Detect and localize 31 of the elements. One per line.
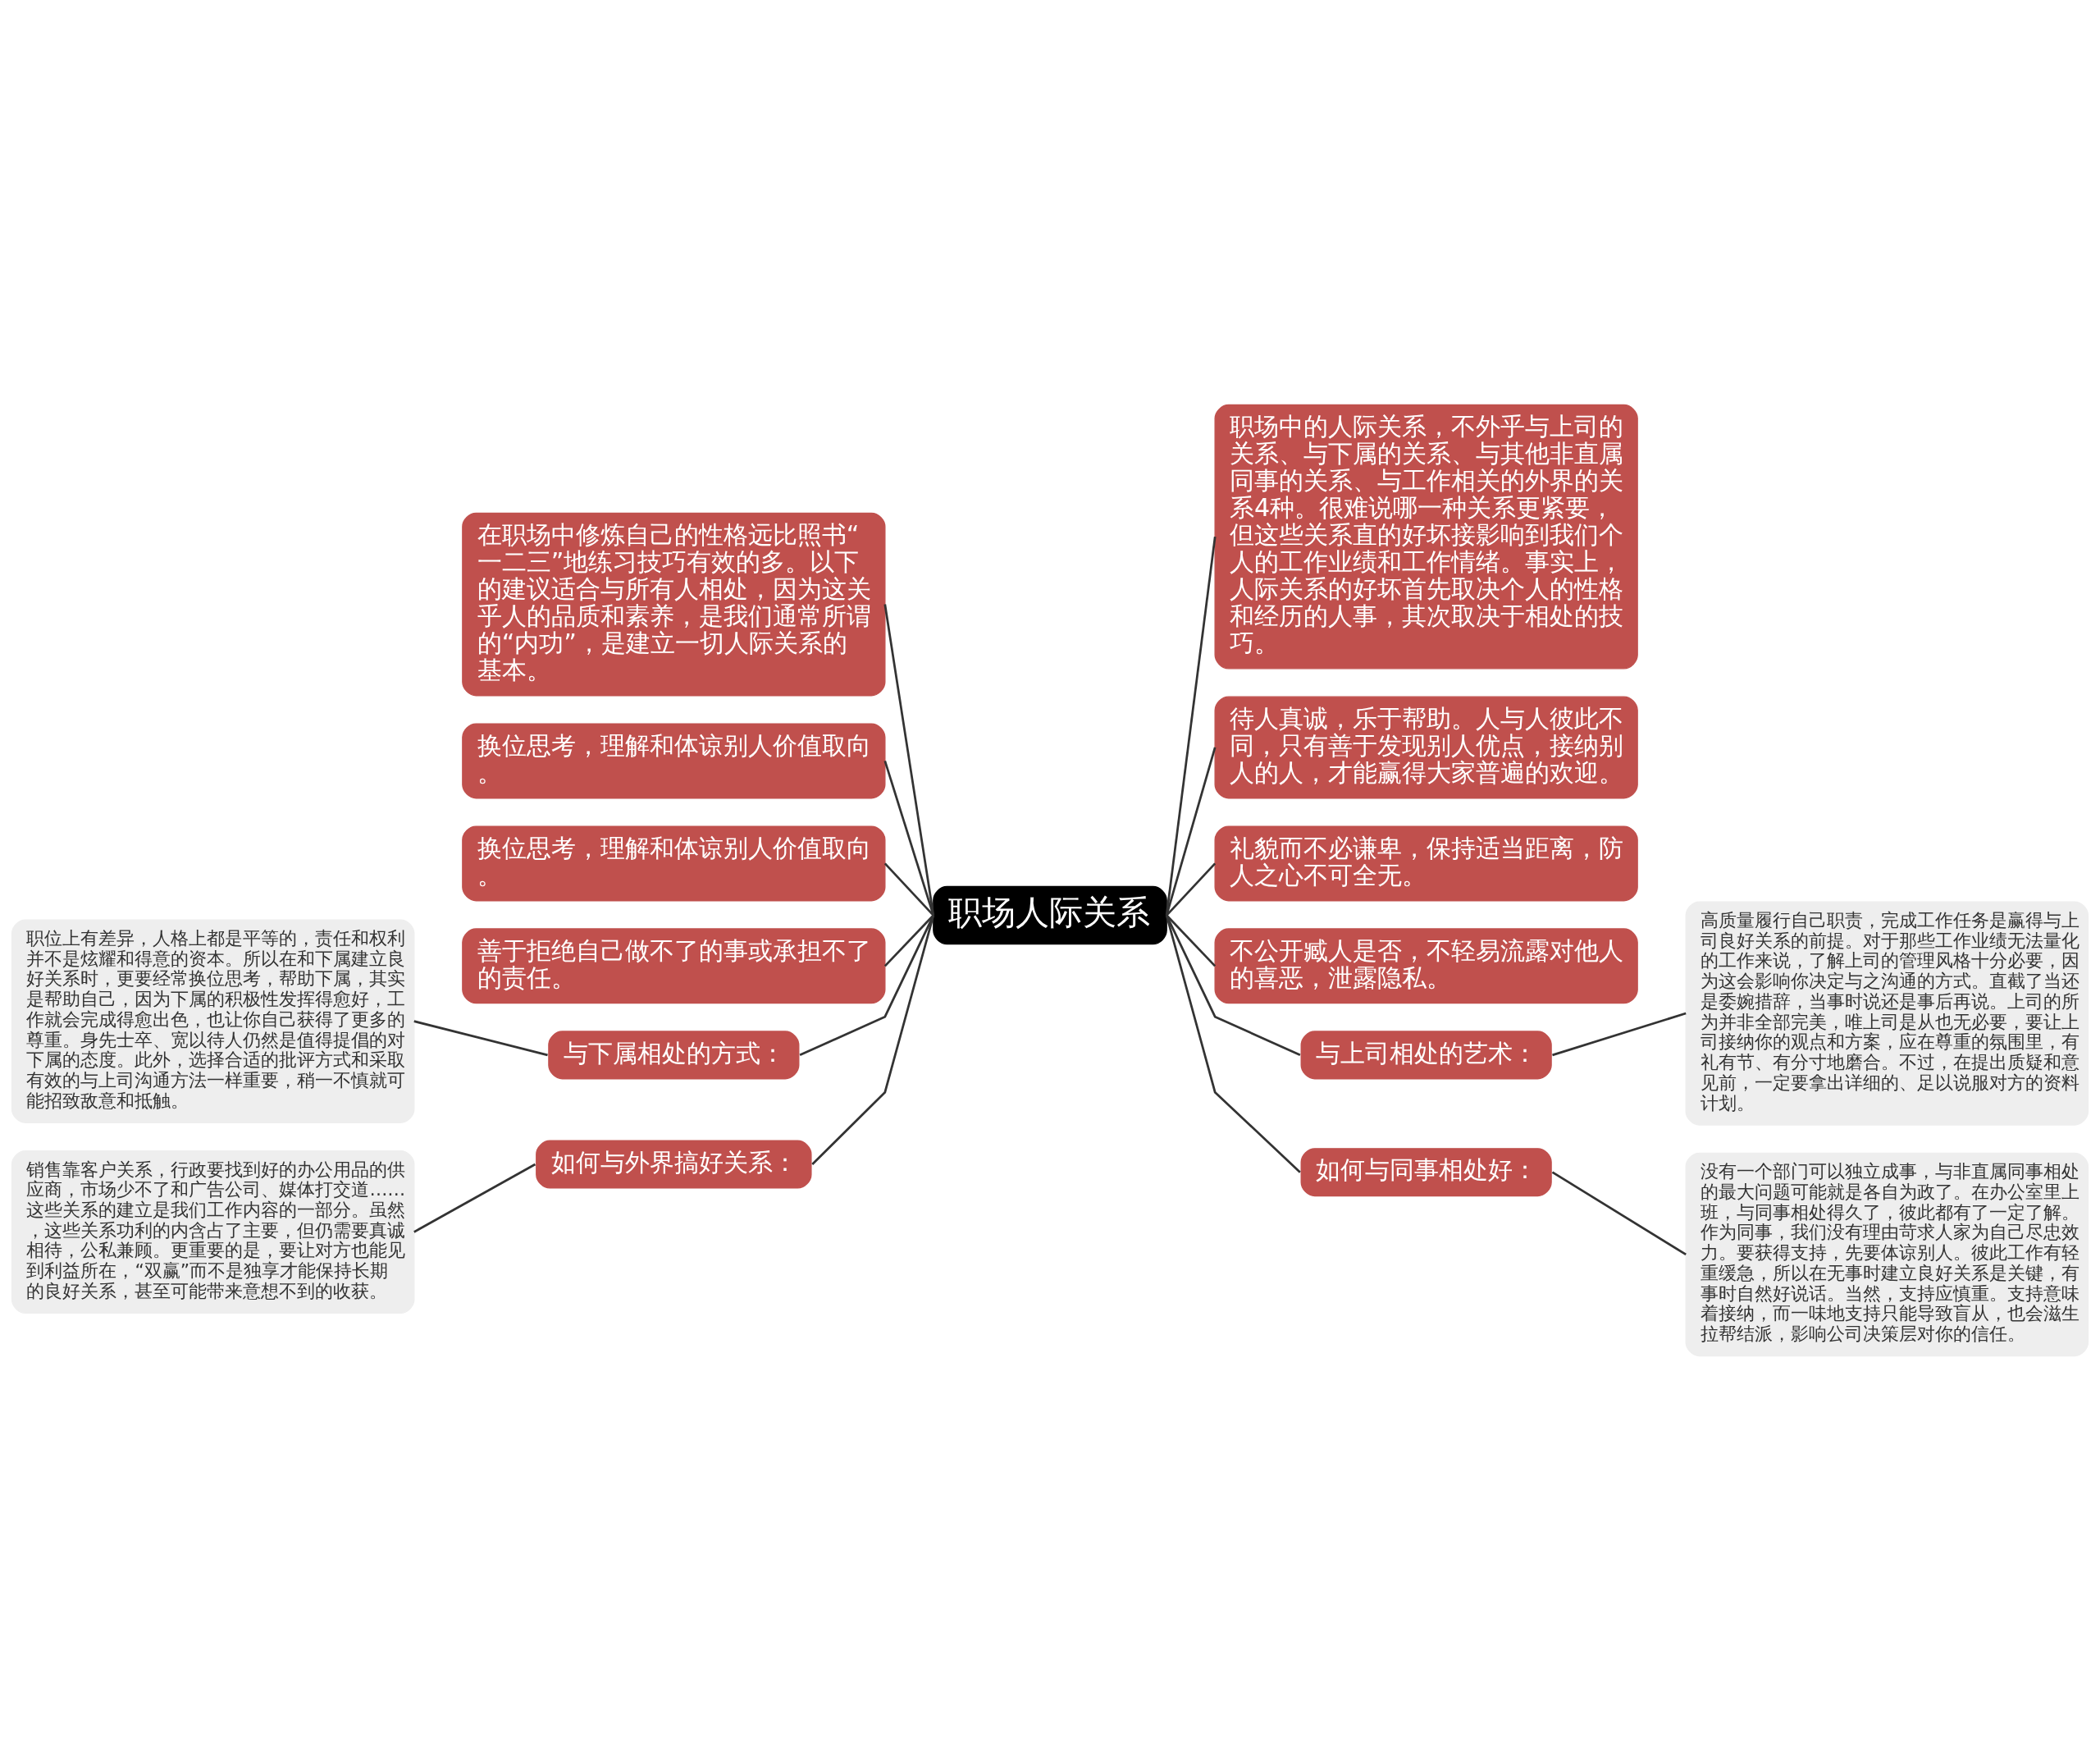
- connector: [413, 1163, 536, 1233]
- connector: [883, 914, 934, 967]
- node-box: 在职场中修炼自己的性格远比照书“一二三”地练习技巧有效的多。以下的建议适合与所有人相处，因为这关乎人的品质和素养，是我们通常所谓的“内功”，是建立一切人际关系的基本。: [462, 512, 886, 696]
- node-box: 职场中的人际关系，不外乎与上司的关系、与下属的关系、与其他非直属同事的关系、与工作相关的外界的关系4种。很难说哪一种关系更紧要，但这些关系直的好坏接影响到我们个人的工作业绩和工作情绪。事实上，人际关系的好坏首先取决个人的性格和经历的人事，其次取决于相处的技巧。: [1214, 404, 1638, 669]
- node-box: 没有一个部门可以独立成事，与非直属同事相处的最大问题可能就是各自为政了。在办公室里上班，与同事相处得久了，彼此都有了一定了解。作为同事，我们没有理由苛求人家为自己尽忠效力。要获得支持，先要体谅别人。彼此工作有轻重缓急，所以在无事时建立良好关系是关键，有事时自然好说话。当然，支持应慎重。支持意味着接纳，而一味地支持只能导致盲从，也会滋生拉帮结派，影响公司决策层对你的信任。: [1685, 1152, 2089, 1356]
- node-box: 换位思考，理解和体谅别人价值取向。: [462, 825, 886, 901]
- connector: [1165, 747, 1217, 916]
- node-box: 礼貌而不必谦卑，保持适当距离，防人之心不可全无。: [1214, 825, 1638, 901]
- connector: [1165, 536, 1217, 916]
- connector: [1552, 1012, 1687, 1056]
- node-box: 待人真诚，乐于帮助。人与人彼此不同，只有善于发现别人优点，接纳别人的人，才能赢得大家普遍的欢迎。: [1214, 695, 1638, 798]
- node-box: 销售靠客户关系，行政要找到好的办公用品的供应商，市场少不了和广告公司、媒体打交道……这些关系的建立是我们工作内容的一部分。虽然，这些关系功利的内含占了主要，但仍需要真诚相待，公私兼顾。更重要的是，要让对方也能见到利益所在，“双赢”而不是独享才能保持长期的良好关系，甚至可能带来意想不到的收获。: [11, 1150, 415, 1314]
- node-box: 与下属相处的方式：: [548, 1030, 800, 1079]
- connector: [413, 1019, 548, 1056]
- node-box: 职位上有差异，人格上都是平等的，责任和权利并不是炫耀和得意的资本。所以在和下属建立良好关系时，更要经常换位思考，帮助下属，其实是帮助自己，因为下属的积极性发挥得愈好，工作就会完成得愈出色，也让你自己获得了更多的尊重。身先士卒、宽以待人仍然是值得提倡的对下属的态度。此外，选择合适的批评方式和采取有效的与上司沟通方法一样重要，稍一不慎就可能招致敌意和抵触。: [11, 918, 415, 1123]
- node-box: 换位思考，理解和体谅别人价值取向。: [462, 722, 886, 798]
- node-box: 职场人际关系: [933, 885, 1167, 944]
- node-box: 与上司相处的艺术：: [1300, 1030, 1552, 1079]
- node-box: 如何与外界搞好关系：: [536, 1140, 812, 1189]
- node-box: 如何与同事相处好：: [1300, 1147, 1552, 1196]
- connector: [1551, 1171, 1687, 1255]
- node-box: 善于拒绝自己做不了的事或承担不了的责任。: [462, 927, 886, 1003]
- node-box: 高质量履行自己职责，完成工作任务是赢得与上司良好关系的前提。对于那些工作业绩无法量化的工作来说，了解上司的管理风格十分必要，因为这会影响你决定与之沟通的方式。直截了当还是委婉措辞，当事时说还是事后再说。上司的所为并非全部完美，唯上司是从也无必要，要让上司接纳你的观点和方案，应在尊重的氛围里，有礼有节、有分寸地磨合。不过，在提出质疑和意见前，一定要拿出详细的、足以说服对方的资料计划。: [1685, 900, 2089, 1126]
- connector: [1166, 914, 1217, 967]
- node-box: 不公开臧人是否，不轻易流露对他人的喜恶，泄露隐私。: [1214, 927, 1638, 1003]
- connector: [883, 603, 935, 916]
- connector: [1166, 862, 1217, 916]
- connector: [1165, 914, 1301, 1173]
- connector: [811, 914, 935, 1165]
- connector: [883, 760, 935, 916]
- connector: [883, 862, 934, 916]
